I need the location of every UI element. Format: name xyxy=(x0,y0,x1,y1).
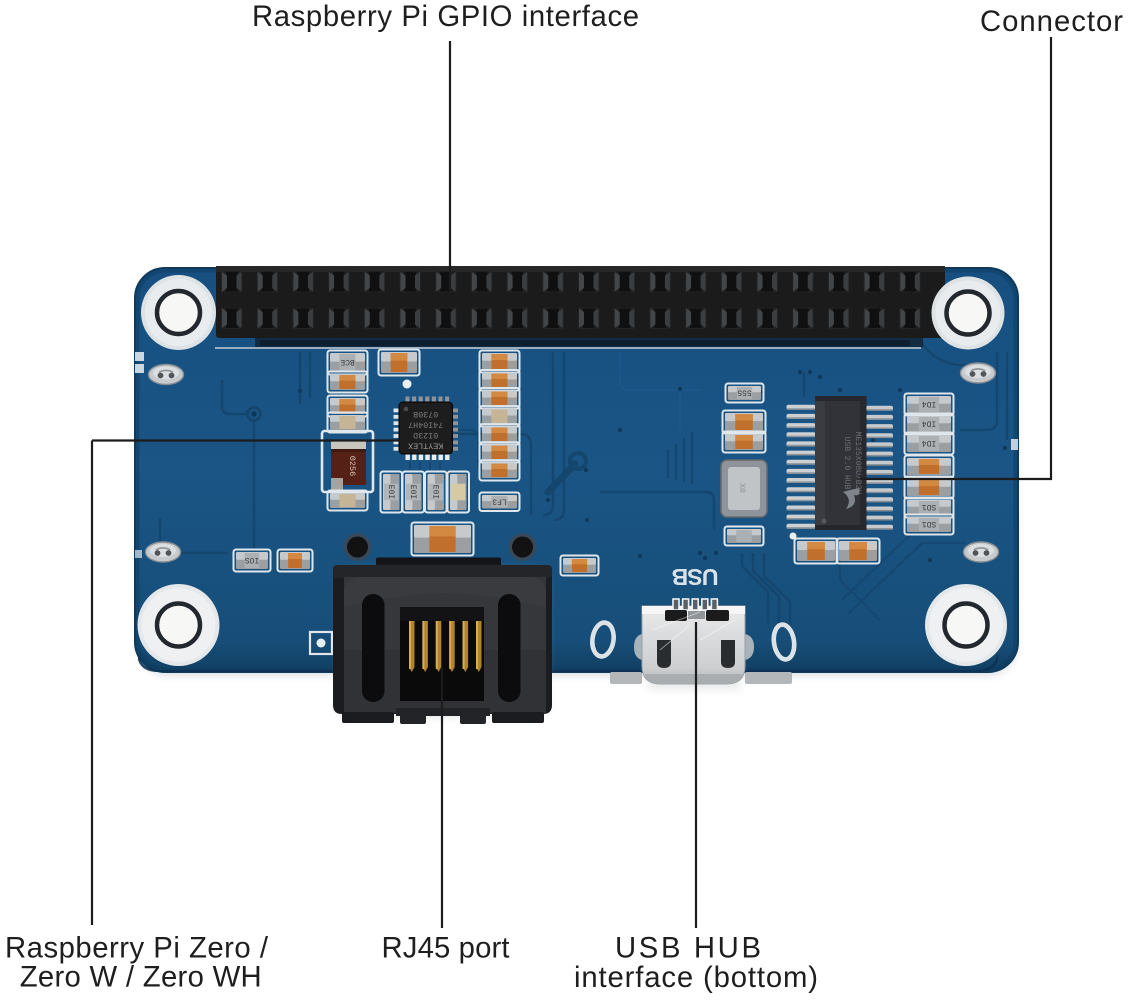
svg-text:USB: USB xyxy=(672,564,719,590)
svg-text:E0I: E0I xyxy=(431,485,440,499)
svg-text:USB HUB: USB HUB xyxy=(615,931,761,964)
svg-text:IOS: IOS xyxy=(245,555,260,564)
svg-text:KEYTLEX: KEYTLEX xyxy=(408,441,443,451)
svg-text:Connector: Connector xyxy=(980,5,1123,38)
svg-text:Raspberry Pi GPIO interface: Raspberry Pi GPIO interface xyxy=(252,0,639,33)
svg-text:SD1: SD1 xyxy=(922,519,937,528)
svg-text:ID4: ID4 xyxy=(922,399,937,408)
svg-text:555: 555 xyxy=(737,388,752,397)
svg-text:BCE: BCE xyxy=(340,357,355,366)
svg-text:USB 2.0 HUB: USB 2.0 HUB xyxy=(842,437,851,490)
svg-text:0256: 0256 xyxy=(347,456,357,476)
svg-text:LF3: LF3 xyxy=(492,496,507,505)
svg-text:ID4: ID4 xyxy=(922,438,937,447)
svg-text:0730B: 0730B xyxy=(413,409,438,419)
svg-text:ME135X08U/B2U: ME135X08U/B2U xyxy=(853,432,862,495)
svg-text:SD1: SD1 xyxy=(922,502,937,511)
svg-text:RJ45 port: RJ45 port xyxy=(382,931,510,964)
svg-text:E0I: E0I xyxy=(408,485,417,499)
svg-text:X0: X0 xyxy=(737,483,746,493)
svg-text:E0I: E0I xyxy=(386,485,395,499)
svg-text:0I23D: 0I23D xyxy=(413,430,438,440)
svg-text:Raspberry Pi Zero /: Raspberry Pi Zero / xyxy=(5,931,269,964)
svg-text:Zero W / Zero WH: Zero W / Zero WH xyxy=(20,961,262,994)
svg-text:74I04H7: 74I04H7 xyxy=(408,420,443,430)
svg-text:ID4: ID4 xyxy=(922,419,937,428)
svg-text:interface (bottom): interface (bottom) xyxy=(574,961,818,994)
